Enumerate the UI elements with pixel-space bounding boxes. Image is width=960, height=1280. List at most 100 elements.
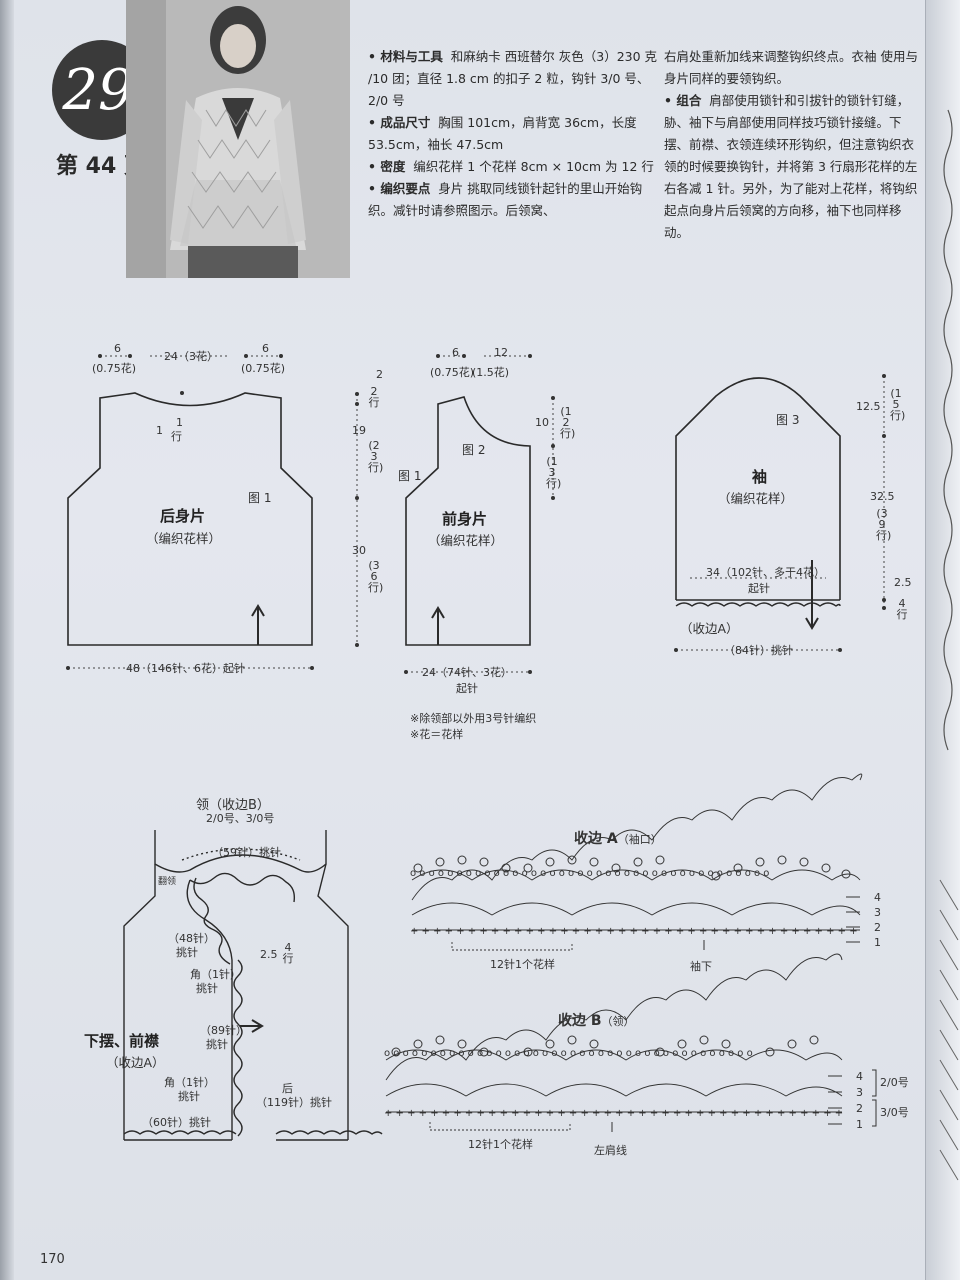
sleeve-subtitle: （编织花样） xyxy=(718,491,794,506)
assembly-instructions: • 组合 肩部使用锁针和引拔针的锁针钉缝，胁、袖下与肩部使用同样技巧锁针接缝。下… xyxy=(664,93,918,240)
sleeve-v-c-sub: 4行 xyxy=(896,597,908,621)
edge-b-chart xyxy=(385,953,843,1131)
edge-a-row-3: 3 xyxy=(874,906,881,919)
model-photo xyxy=(126,0,350,278)
back-v-c-sub: (36行) xyxy=(368,559,384,594)
back-panel-subtitle: （编织花样） xyxy=(146,531,222,546)
hem-front-sub: （收边A） xyxy=(106,1055,165,1070)
back-v-b: 19 xyxy=(352,424,366,437)
edge-b-row-1: 1 xyxy=(856,1118,863,1131)
back-panel-title: 后身片 xyxy=(160,507,206,525)
assembly-outline xyxy=(123,830,383,1141)
svg-text:o o o o o o o o o o o o o o o: o o o o o o o o o o o o o o o o o o o o … xyxy=(410,868,769,879)
gauge: • 密度 编织花样 1 个花样 8cm × 10cm 为 12 行 xyxy=(368,159,654,174)
instructions-col-1: • 材料与工具 和麻纳卡 西班替尔 灰色（3）230 克 /10 团；直径 1.… xyxy=(368,46,658,222)
edge-a-row-1: 1 xyxy=(874,936,881,949)
collar-hooks: 2/0号、3/0号 xyxy=(206,812,275,825)
edge-a-mark: 袖下 xyxy=(690,960,712,973)
front-top-left: 6 xyxy=(452,346,459,359)
back-top-left: 6 xyxy=(114,342,121,355)
back-top-mid: 24（3花） xyxy=(164,350,218,363)
corner-2-b: 挑针 xyxy=(178,1090,200,1103)
back-fig-label: 图 1 xyxy=(248,491,272,505)
front-v-a-sub: (12行) xyxy=(560,405,576,440)
edge-a-repeat: 12针1个花样 xyxy=(490,958,555,971)
back-neck-c: 行 xyxy=(171,430,182,443)
back-neck-a: 1 xyxy=(156,424,163,437)
back-v-a: 2 xyxy=(376,368,383,381)
front-bottom-dim-2: 起针 xyxy=(456,682,478,695)
front-panel-subtitle: （编织花样） xyxy=(428,533,504,548)
back-bottom-dim: 48（146针、6花）起针 xyxy=(126,662,245,675)
sleeve-v-b: 32.5 xyxy=(870,490,895,503)
front-hem-count: （60针）挑针 xyxy=(142,1116,211,1129)
sleeve-edge-label: （收边A） xyxy=(680,621,739,636)
knitting-points-cont: 右肩处重新加线来调整钩织终点。衣袖 使用与身片同样的要领钩织。 xyxy=(664,49,918,86)
sleeve-bottom-dim: （84针）挑针 xyxy=(724,644,793,657)
note-2: ※花＝花样 xyxy=(410,728,464,741)
collar-neck-count: （59针）挑针 xyxy=(212,846,281,859)
instructions-col-2: 右肩处重新加线来调整钩织终点。衣袖 使用与身片同样的要领钩织。 • 组合 肩部使… xyxy=(664,46,922,244)
sleeve-cuff-edge xyxy=(675,599,841,607)
front-panel-title: 前身片 xyxy=(442,510,488,528)
edge-b-picots xyxy=(391,1035,819,1057)
back-top-right-sub: (0.75花) xyxy=(241,362,286,375)
front-v-b-sub: (13行) xyxy=(546,455,562,490)
sleeve-v-a: 12.5 xyxy=(856,400,881,413)
back-v-a-sub: 2行 xyxy=(368,385,380,409)
front-v-a: 10 xyxy=(535,416,549,429)
knitting-points: • 编织要点 身片 挑取同线锁针起针的里山开始钩织。减针时请参照图示。后领窝、 xyxy=(368,181,643,218)
sleeve-outline xyxy=(675,377,841,600)
sleeve-title: 袖 xyxy=(752,468,768,486)
edge-b-title: 收边 B（领） xyxy=(558,1013,635,1029)
book-spine xyxy=(0,0,14,1280)
edge-a-picots xyxy=(413,855,851,881)
front-fig2-label: 图 2 xyxy=(462,443,486,457)
front-edge-48-b: 挑针 xyxy=(176,946,198,959)
edge-b-repeat: 12针1个花样 xyxy=(468,1138,533,1151)
materials: • 材料与工具 和麻纳卡 西班替尔 灰色（3）230 克 /10 团；直径 1.… xyxy=(368,49,658,108)
svg-text:o o o o o o o o o o o o o o o: o o o o o o o o o o o o o o o o o o o o … xyxy=(384,1048,753,1059)
note-1: ※除领部以外用3号针编织 xyxy=(410,712,537,725)
edge-b-row-2: 2 xyxy=(856,1102,863,1115)
facing-page-chart-icon xyxy=(939,109,959,1181)
svg-text:+ + + + + + + + + + + + + + +: + + + + + + + + + + + + + + + + + + + + … xyxy=(410,926,858,937)
edge-a-stitches: + + + + + + + + + + + + + + + + + + + + … xyxy=(410,868,858,937)
back-neck-b: 1 xyxy=(176,416,183,429)
edge-b-hook-2: 3/0号 xyxy=(880,1106,909,1119)
edge-a-row-4: 4 xyxy=(874,891,881,904)
back-top-left-sub: (0.75花) xyxy=(92,362,137,375)
front-fig1-label: 图 1 xyxy=(398,469,422,483)
sleeve-cast-on: 34（102针、多于4花） xyxy=(706,566,825,579)
sleeve-fig-label: 图 3 xyxy=(776,413,800,427)
edge-a-chart xyxy=(411,773,863,951)
model-photo-illustration xyxy=(126,0,350,278)
edge-b-stitches: + + + + + + + + + + + + + + + + + + + + … xyxy=(384,1048,843,1119)
front-top-right-sub: (1.5花) xyxy=(472,366,510,379)
edge-dim-sub: 4行 xyxy=(282,941,294,965)
corner-2: 角（1针） xyxy=(164,1076,215,1089)
edge-a-row-2: 2 xyxy=(874,921,881,934)
front-edge-89-b: 挑针 xyxy=(206,1038,228,1051)
edge-b-row-arrows xyxy=(611,1069,877,1132)
edge-a-row-arrows xyxy=(703,896,860,950)
facing-page-edge xyxy=(925,0,960,1280)
edge-a-title: 收边 A（袖口） xyxy=(574,831,662,847)
back-panel-outline xyxy=(67,392,313,646)
back-hem-label: 后 xyxy=(282,1082,293,1095)
front-bottom-dim: 24（74针、3花） xyxy=(422,666,512,679)
sleeve-v-a-sub: (15行) xyxy=(890,387,906,422)
edge-b-mark: 左肩线 xyxy=(594,1144,627,1157)
collar-title: 领（收边B） xyxy=(196,798,270,813)
back-v-b-sub: (23行) xyxy=(368,439,384,474)
svg-text:+ + + + + + + + + + + + + + +: + + + + + + + + + + + + + + + + + + + + … xyxy=(384,1108,843,1119)
front-edge-89: （89针） xyxy=(200,1024,247,1037)
sleeve-v-b-sub: (39行) xyxy=(876,507,892,542)
sleeve-v-c: 2.5 xyxy=(894,576,912,589)
hem-front-title: 下摆、前襟 xyxy=(84,1032,160,1050)
finished-size: • 成品尺寸 胸围 101cm，肩背宽 36cm，长度 53.5cm，袖长 47… xyxy=(368,115,637,152)
back-hem-count: （119针）挑针 xyxy=(256,1096,332,1109)
back-top-right: 6 xyxy=(262,342,269,355)
